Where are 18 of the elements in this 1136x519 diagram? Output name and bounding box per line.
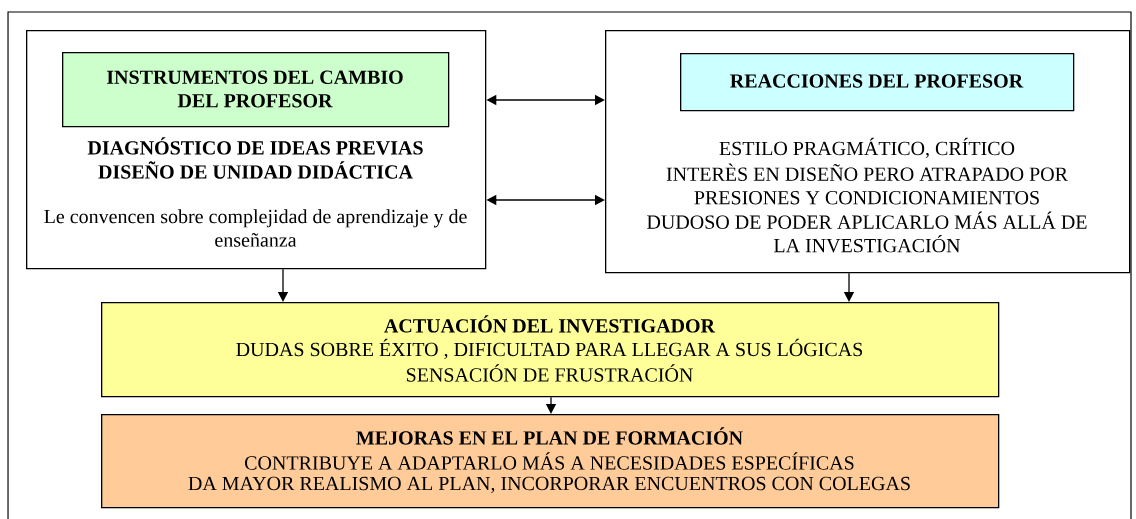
body-text: Le convencen sobre complejidad de aprendizaje y de enseñanza (44, 209, 467, 247)
heading-text: DISEÑO DE UNIDAD DIDÁCTICA (98, 161, 413, 179)
body-text: DUDAS SOBRE ÉXITO , DIFICULTAD PARA LLEGAR A SUS LÓGICAS (236, 338, 863, 360)
heading-text: MEJORAS EN EL PLAN DE FORMACIÓN (356, 427, 743, 445)
body-text: SENSACIÓN DE FRUSTRACIÓN (406, 364, 693, 382)
heading-box (680, 53, 1075, 112)
process-box (101, 302, 1000, 398)
body-text: ESTILO PRAGMÁTICO, CRÍTICO (719, 137, 1015, 159)
heading-text: ACTUACIÓN DEL INVESTIGADOR (384, 315, 716, 333)
heading-text: REACCIONES DEL PROFESOR (730, 74, 1024, 88)
body-text: DUDOSO DE PODER APLICARLO MÁS ALLÁ DE LA INVESTIGACIÓN (647, 211, 1087, 253)
body-text: INTERÈS EN DISEÑO PERO ATRAPADO POR PRESIONES Y CONDICIONAMIENTOS (666, 163, 1068, 205)
process-box (101, 414, 1000, 509)
heading-text: INSTRUMENTOS DEL CAMBIO DEL PROFESOR (106, 70, 403, 108)
body-text: CONTRIBUYE A ADAPTARLO MÁS A NECESIDADES ESPECÍFICAS (245, 452, 854, 470)
body-text: DA MAYOR REALISMO AL PLAN, INCORPORAR ENCUENTROS CON COLEGAS (188, 476, 910, 494)
heading-box (62, 52, 450, 128)
heading-text: DIAGNÓSTICO DE IDEAS PREVIAS (87, 137, 423, 155)
